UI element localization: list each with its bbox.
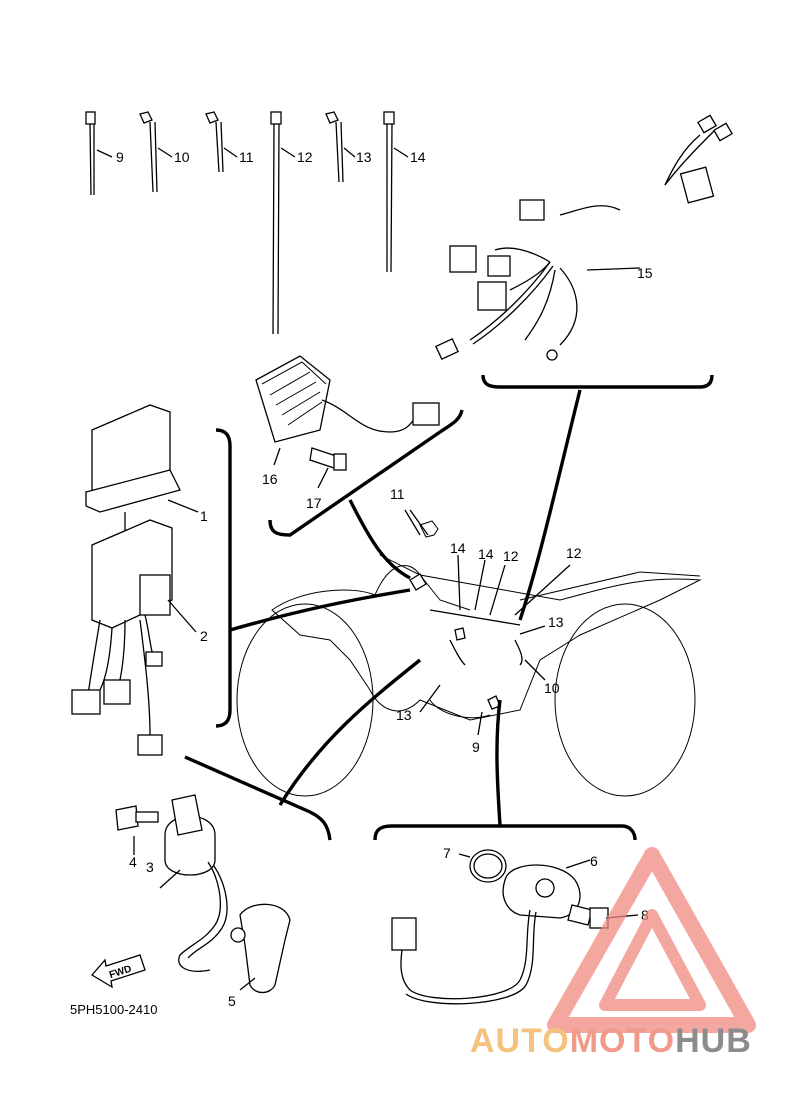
callout-5: 5 — [228, 993, 236, 1009]
leader-regulator — [348, 499, 411, 580]
callout-14-bike-b: 14 — [478, 546, 494, 562]
rectifier-regulator — [255, 355, 440, 443]
cdi-unit — [71, 404, 181, 756]
leader-harness — [518, 389, 582, 621]
callout-9-bike: 9 — [472, 739, 480, 755]
callout-10-bike: 10 — [544, 680, 560, 696]
watermark-moto: MOTO — [569, 1022, 676, 1060]
cable-tie-9 — [85, 111, 113, 196]
harness-bracket — [481, 374, 714, 389]
callout-2: 2 — [200, 628, 208, 644]
cable-tie-14 — [383, 111, 409, 273]
callout-9: 9 — [116, 149, 124, 165]
callout-16: 16 — [262, 471, 278, 487]
callout-11: 11 — [239, 149, 254, 165]
crank-sensor — [391, 864, 581, 1005]
callout-1: 1 — [200, 508, 208, 524]
sensor-bracket — [373, 824, 637, 841]
bolt-17 — [309, 447, 347, 471]
bolt-4 — [115, 805, 159, 831]
leader-sensor — [495, 699, 502, 826]
cable-tie-13 — [325, 111, 356, 183]
callout-3: 3 — [146, 859, 154, 875]
leader-cdi — [229, 588, 411, 632]
wire-harness — [435, 114, 733, 361]
spark-plug-cap — [230, 903, 291, 994]
callout-13-bike-b: 13 — [396, 707, 412, 723]
callout-17: 17 — [306, 495, 322, 511]
callout-15: 15 — [637, 265, 653, 281]
callout-12-bike-b: 12 — [566, 545, 582, 561]
cable-tie-11 — [205, 111, 238, 173]
callout-8: 8 — [641, 907, 649, 923]
cable-tie-10 — [139, 111, 173, 193]
watermark-logo — [547, 847, 756, 1033]
callout-4: 4 — [129, 854, 137, 870]
watermark-brand: AUTOMOTOHUB — [470, 1022, 752, 1061]
cdi-bracket — [215, 428, 232, 728]
callout-10: 10 — [174, 149, 190, 165]
coil-bracket — [184, 755, 332, 841]
callout-12: 12 — [297, 149, 313, 165]
callout-7: 7 — [443, 845, 451, 861]
callout-14: 14 — [410, 149, 426, 165]
callout-12-bike-a: 12 — [503, 548, 519, 564]
watermark-auto: AUTO — [470, 1022, 570, 1060]
fwd-arrow: FWD — [91, 954, 146, 989]
callout-6: 6 — [590, 853, 598, 869]
callout-11-bike: 11 — [390, 486, 405, 502]
leader-coil — [278, 658, 422, 806]
cable-tie-12 — [270, 111, 296, 335]
regulator-bracket — [268, 409, 464, 537]
bolt-8 — [567, 904, 609, 929]
part-number-code: 5PH5100-2410 — [70, 1002, 158, 1017]
callout-13: 13 — [356, 149, 372, 165]
callout-13-bike-a: 13 — [548, 614, 564, 630]
callout-14-bike-a: 14 — [450, 540, 466, 556]
ignition-coil — [164, 794, 228, 972]
o-ring — [469, 849, 507, 883]
motorcycle-silhouette — [236, 520, 702, 797]
watermark-hub: HUB — [675, 1022, 752, 1060]
